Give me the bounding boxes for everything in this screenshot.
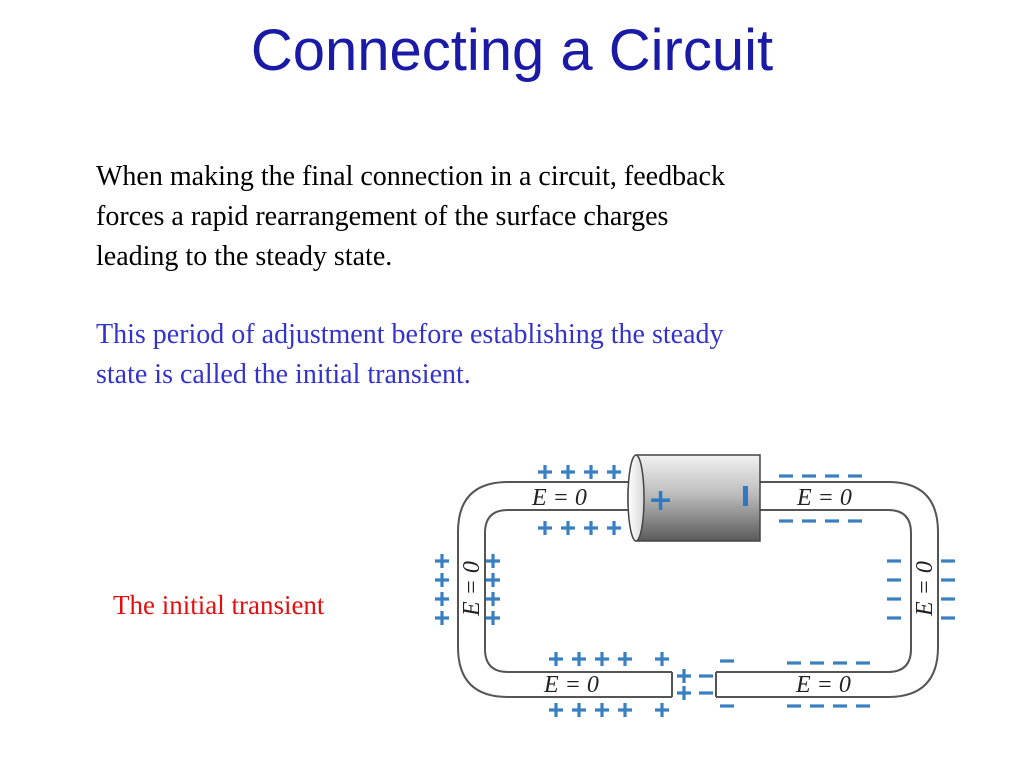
- svg-text:E = 0: E = 0: [912, 561, 938, 617]
- positive-charge-mark: [572, 652, 586, 666]
- field-label-right: E = 0: [912, 561, 938, 617]
- positive-charge-mark: [561, 465, 575, 479]
- svg-text:E = 0: E = 0: [796, 485, 852, 511]
- wire-outer-edge: [457, 481, 939, 698]
- positive-charge-mark: [561, 521, 575, 535]
- positive-charge-mark: [486, 573, 500, 587]
- field-symbol-E: E: [912, 601, 938, 617]
- field-label-top-left: E = 0: [531, 485, 587, 511]
- positive-charge-mark: [677, 669, 691, 683]
- field-label-top-right: E = 0: [796, 485, 852, 511]
- positive-charge-mark: [549, 703, 563, 717]
- positive-charge-mark: [584, 521, 598, 535]
- field-value: = 0: [812, 485, 852, 511]
- positive-charge-mark: [486, 554, 500, 568]
- field-label-bottom-left: E = 0: [543, 672, 599, 698]
- field-value: = 0: [459, 561, 485, 601]
- field-label-left: E = 0: [459, 561, 485, 617]
- slide-title: Connecting a Circuit: [250, 18, 774, 83]
- field-symbol-E: E: [543, 672, 559, 698]
- battery-minus-terminal: [743, 486, 748, 506]
- positive-charge-mark: [607, 465, 621, 479]
- field-symbol-E: E: [796, 485, 812, 511]
- positive-charge-mark: [538, 465, 552, 479]
- field-value: = 0: [912, 561, 938, 601]
- field-value: = 0: [811, 672, 851, 698]
- battery-plus-terminal: +: [648, 483, 673, 518]
- svg-text:E = 0: E = 0: [459, 561, 485, 617]
- field-label-bottom-right: E = 0: [795, 672, 851, 698]
- transient-line: This period of adjustment before establi…: [96, 319, 724, 350]
- field-symbol-E: E: [531, 485, 547, 511]
- positive-charge-mark: [435, 554, 449, 568]
- transient-line: state is called the initial transient.: [96, 359, 471, 390]
- positive-charge-mark: [618, 652, 632, 666]
- positive-charge-mark: [595, 652, 609, 666]
- positive-charge-mark: [538, 521, 552, 535]
- field-symbol-E: E: [459, 601, 485, 617]
- wire-inner-edge: [484, 509, 912, 673]
- positive-charge-mark: [584, 465, 598, 479]
- diagram-caption: The initial transient: [113, 590, 325, 620]
- svg-text:E = 0: E = 0: [795, 672, 851, 698]
- svg-text:E = 0: E = 0: [531, 485, 587, 511]
- positive-charge-mark: [655, 703, 669, 717]
- intro-line: forces a rapid rearrangement of the surf…: [96, 201, 669, 232]
- battery: +: [627, 454, 761, 542]
- field-symbol-E: E: [795, 672, 811, 698]
- transient-paragraph: This period of adjustment before establi…: [96, 315, 896, 395]
- positive-charge-mark: [607, 521, 621, 535]
- field-value: = 0: [547, 485, 587, 511]
- positive-charge-mark: [595, 703, 609, 717]
- positive-charge-mark: [677, 686, 691, 700]
- positive-charge-mark: [435, 573, 449, 587]
- intro-paragraph: When making the final connection in a ci…: [96, 157, 896, 277]
- positive-charge-mark: [486, 611, 500, 625]
- positive-charge-mark: [549, 652, 563, 666]
- intro-line: leading to the steady state.: [96, 241, 393, 272]
- positive-charge-mark: [486, 592, 500, 606]
- wire-loop: [457, 481, 939, 698]
- intro-line: When making the final connection in a ci…: [96, 161, 725, 192]
- positive-charge-mark: [572, 703, 586, 717]
- svg-text:E = 0: E = 0: [543, 672, 599, 698]
- surface-charges: [435, 465, 955, 717]
- positive-charge-mark: [618, 703, 632, 717]
- positive-charge-mark: [435, 592, 449, 606]
- field-value: = 0: [559, 672, 599, 698]
- positive-charge-mark: [435, 611, 449, 625]
- positive-charge-mark: [655, 652, 669, 666]
